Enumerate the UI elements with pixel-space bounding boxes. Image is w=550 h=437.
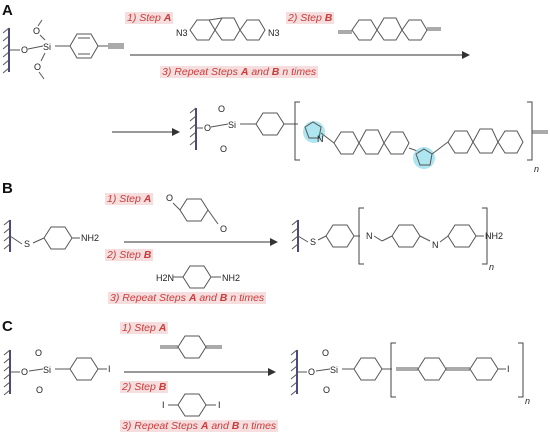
o-label: O <box>308 367 315 377</box>
repeat-bracket-left <box>390 342 396 398</box>
siloxane-a-product: O Si O O <box>196 104 298 154</box>
repeat-n: n <box>489 262 494 272</box>
step-2-label: 2) Step B <box>105 249 154 261</box>
i-label: I <box>218 400 221 410</box>
diiodobenzene: I I <box>162 393 221 417</box>
o-label: O <box>323 385 330 395</box>
si-label: Si <box>228 120 236 130</box>
n3-label: N3 <box>268 28 280 38</box>
o-label: O <box>34 62 41 72</box>
arrowhead <box>172 128 180 136</box>
s-label: S <box>310 237 316 247</box>
o-label: O <box>218 104 225 114</box>
i-label: I <box>507 364 510 374</box>
step-3-label: 3) Repeat Steps A and B n times <box>160 66 319 78</box>
panel-a: O Si O O N3 N3 <box>2 17 548 174</box>
triazole-ring <box>415 148 433 166</box>
step-1-label: 1) Step A <box>105 193 154 205</box>
arrowhead <box>268 368 276 376</box>
repeat-bracket-right <box>527 101 533 161</box>
step-1-label: 1) Step A <box>120 322 169 334</box>
panel-c: O Si O O I I I <box>3 335 530 417</box>
repeat-bracket-left <box>358 207 364 265</box>
step-2-label: 2) Step B <box>286 12 335 24</box>
nh2-label: NH2 <box>485 231 503 241</box>
n3-label: N3 <box>176 28 188 38</box>
n-label: N <box>432 240 439 250</box>
diazido-fluorene: N3 N3 <box>176 17 280 41</box>
o-label: O <box>33 26 40 36</box>
o-label: O <box>36 385 43 395</box>
step-3-label: 3) Repeat Steps A and B n times <box>108 292 267 304</box>
o-label: O <box>322 348 329 358</box>
phenyl-alkyne-a <box>69 33 124 59</box>
o-label: O <box>220 144 227 154</box>
si-label: Si <box>43 365 51 375</box>
h2n-label: H2N <box>156 273 174 283</box>
n-label: N <box>366 231 373 241</box>
step-1-label: 1) Step A <box>125 12 174 24</box>
o-label: O <box>204 123 211 133</box>
repeat-n: n <box>525 396 530 406</box>
o-label: O <box>220 224 227 234</box>
triazole-ring <box>304 121 322 139</box>
panel-b: S NH2 O O H2N NH2 S <box>3 193 503 289</box>
o-label: O <box>21 45 28 55</box>
i-label: I <box>162 400 165 410</box>
step-2-label: 2) Step B <box>120 381 169 393</box>
si-label: Si <box>330 365 338 375</box>
n-label: N <box>317 134 324 144</box>
diethynyl-fluorene <box>338 17 441 41</box>
panel-label-c: C <box>2 318 13 335</box>
repeat-n: n <box>534 164 539 174</box>
o-label: O <box>166 193 173 203</box>
o-label: O <box>21 367 28 377</box>
diethynylbenzene <box>160 335 222 359</box>
repeat-bracket-left <box>294 101 300 161</box>
s-label: S <box>24 239 30 249</box>
panel-label-b: B <box>2 180 13 197</box>
repeat-bracket-right <box>482 207 488 265</box>
siloxane-a: O Si O O <box>9 19 70 80</box>
panel-label-a: A <box>2 2 13 19</box>
nh2-label: NH2 <box>81 233 99 243</box>
nh2-label: NH2 <box>222 273 240 283</box>
i-label: I <box>108 364 111 374</box>
si-label: Si <box>43 42 51 52</box>
step-3-label: 3) Repeat Steps A and B n times <box>120 420 279 432</box>
terephthalaldehyde: O O <box>166 193 227 234</box>
repeat-bracket-right <box>518 342 524 398</box>
arrowhead <box>270 238 278 246</box>
o-label: O <box>35 348 42 358</box>
phenylenediamine: H2N NH2 <box>156 265 240 289</box>
arrowhead <box>462 51 470 59</box>
surface-hatch-a <box>2 27 10 74</box>
